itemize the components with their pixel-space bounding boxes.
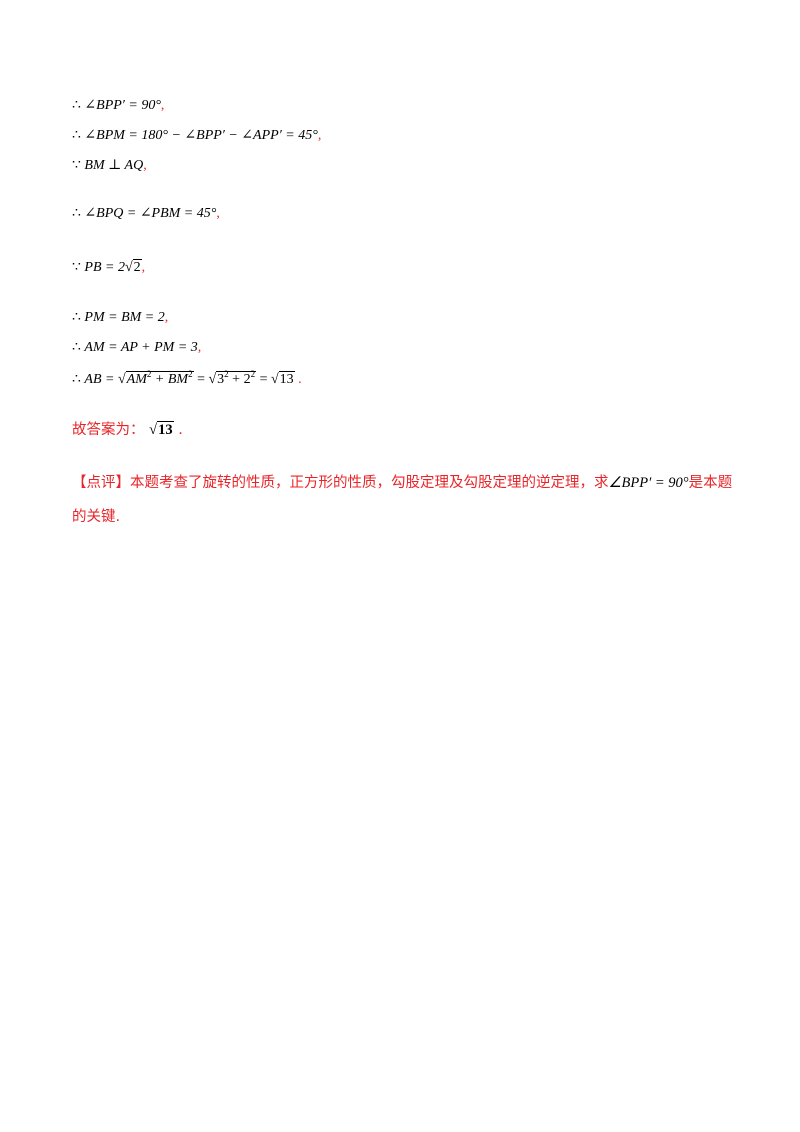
- therefore-symbol: ∴: [72, 372, 81, 387]
- sqrt1-term-b: BM: [167, 372, 189, 387]
- answer-label: 故答案为：: [72, 422, 145, 438]
- sqrt-symbol: √2: [124, 259, 142, 275]
- step-5-expression: PB = 2: [84, 260, 125, 275]
- step-7-punct: ,: [197, 340, 202, 355]
- step-5-punct: ,: [141, 260, 146, 275]
- note-expression: ∠BPP′ = 90°: [608, 475, 689, 491]
- sqrt2-term-b: 2: [243, 372, 251, 387]
- therefore-symbol: ∴: [72, 128, 81, 143]
- step-6-expression: PM = BM = 2: [84, 310, 165, 325]
- step-1-punct: ,: [160, 98, 165, 113]
- step-3-expression: BM ⊥ AQ: [84, 158, 144, 173]
- therefore-symbol: ∴: [72, 98, 81, 113]
- step-6-punct: ,: [164, 310, 169, 325]
- step-8-punct: .: [298, 372, 302, 387]
- step-4: ∴ ∠BPQ = ∠PBM = 45°,: [72, 204, 220, 224]
- therefore-symbol: ∴: [72, 340, 81, 355]
- step-8: ∴ AB = √AM2 + BM2 = √32 + 22 = √13 .: [72, 370, 302, 390]
- step-2: ∴ ∠BPM = 180° − ∠BPP′ − ∠APP′ = 45°,: [72, 126, 321, 146]
- sqrt-radicand: 2: [132, 259, 142, 275]
- sqrt3-radicand: 13: [278, 371, 295, 387]
- sqrt-symbol: √32 + 22: [208, 369, 257, 387]
- step-7-expression: AM = AP + PM = 3: [84, 340, 198, 355]
- step-4-expression: ∠BPQ = ∠PBM = 45°: [84, 206, 217, 221]
- step-1: ∴ ∠BPP′ = 90°,: [72, 96, 164, 116]
- because-symbol: ∵: [72, 260, 81, 275]
- step-3: ∵ BM ⊥ AQ,: [72, 156, 147, 176]
- step-2-expression: ∠BPM = 180° − ∠BPP′ − ∠APP′ = 45°: [84, 128, 318, 143]
- therefore-symbol: ∴: [72, 206, 81, 221]
- step-6: ∴ PM = BM = 2,: [72, 308, 168, 328]
- step-7: ∴ AM = AP + PM = 3,: [72, 338, 201, 358]
- step-8-lhs: AB =: [84, 372, 115, 387]
- answer-line: 故答案为： √13 .: [72, 418, 183, 439]
- sqrt1-term-a: AM: [126, 372, 147, 387]
- step-1-expression: ∠BPP′ = 90°: [84, 98, 161, 113]
- sqrt-symbol: √AM2 + BM2: [117, 369, 194, 387]
- step-4-punct: ,: [216, 206, 220, 221]
- step-3-punct: ,: [143, 158, 147, 173]
- note-text-after: 是本题的关键.: [72, 475, 733, 525]
- sqrt2-term-a: 3: [217, 372, 225, 387]
- note-tag: 【点评】: [72, 475, 130, 491]
- answer-value: 13: [157, 421, 174, 438]
- step-2-punct: ,: [317, 128, 322, 143]
- therefore-symbol: ∴: [72, 310, 81, 325]
- step-5: ∵ PB = 2√2,: [72, 258, 145, 278]
- sqrt-symbol: √13: [149, 421, 174, 438]
- sqrt-symbol: √13: [270, 371, 295, 387]
- note-text-before: 本题考查了旋转的性质，正方形的性质，勾股定理及勾股定理的逆定理，求: [130, 475, 609, 491]
- because-symbol: ∵: [72, 158, 81, 173]
- answer-punct: .: [178, 422, 183, 438]
- commentary-note: 【点评】本题考查了旋转的性质，正方形的性质，勾股定理及勾股定理的逆定理，求∠BP…: [72, 466, 737, 534]
